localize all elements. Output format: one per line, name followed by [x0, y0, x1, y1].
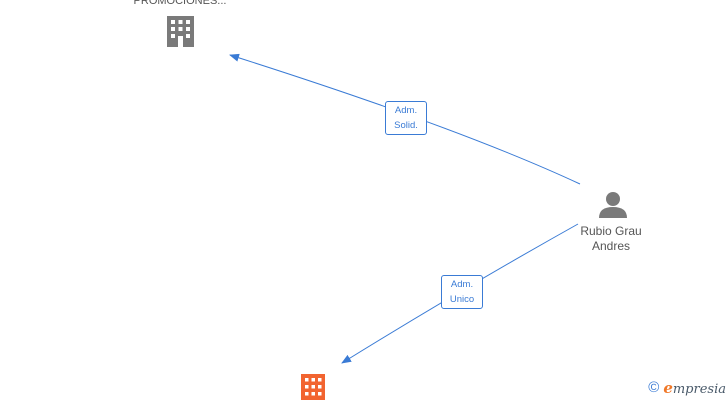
edge-label-adm-solid[interactable]: Adm. Solid. [385, 101, 427, 135]
node-label-company-top[interactable]: PROMOCIONES... [133, 0, 227, 7]
brand-name: empresia [663, 379, 726, 397]
copyright-icon: © [648, 379, 660, 396]
building-icon[interactable] [167, 16, 194, 47]
building-icon[interactable] [301, 374, 325, 400]
edge-label-line1: Adm. [394, 105, 418, 116]
edge-label-line1: Adm. [450, 279, 474, 290]
node-label-person[interactable]: Rubio Grau Andres [566, 224, 656, 254]
edge-label-adm-unico[interactable]: Adm. Unico [441, 275, 483, 309]
edge-label-line2: Unico [449, 294, 475, 305]
person-name-line1: Rubio Grau [580, 224, 642, 238]
edge-line-adm-solid [229, 53, 581, 185]
person-icon[interactable] [599, 192, 627, 218]
empresia-logo: © empresia [648, 379, 726, 397]
person-name-line2: Andres [591, 239, 631, 253]
edge-label-line2: Solid. [394, 120, 418, 131]
